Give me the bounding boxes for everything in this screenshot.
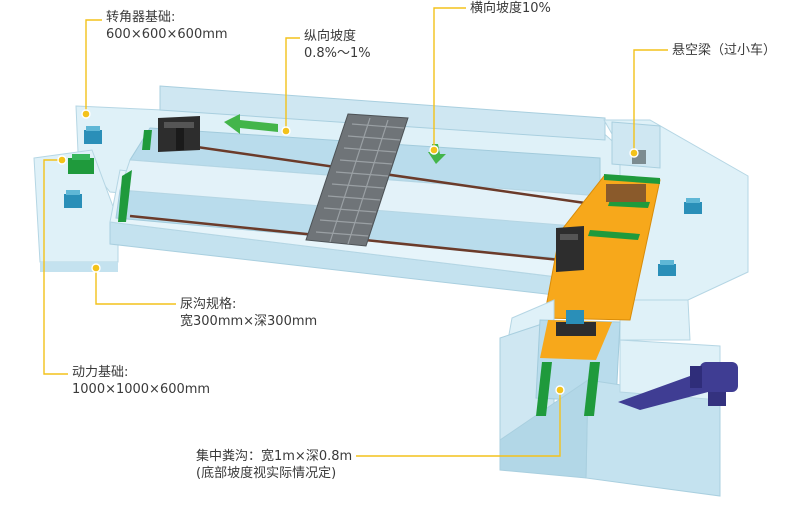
dot-power-base	[57, 155, 67, 165]
back-wall	[159, 85, 606, 141]
label-power-base-title: 动力基础:	[72, 365, 129, 380]
pit-scraper	[556, 310, 596, 336]
leader-corner-base	[85, 19, 102, 112]
label-long-slope: 纵向坡度 0.8%～1%	[304, 28, 371, 62]
pit-green-rail-left	[536, 362, 552, 416]
grating-slab	[305, 113, 409, 247]
label-trench: 尿沟规格: 宽300mm×深300mm	[180, 296, 317, 330]
dot-long-slope	[281, 126, 291, 136]
power-unit	[68, 154, 94, 174]
orange-rail-1	[604, 174, 660, 184]
dot-trench	[91, 263, 101, 273]
label-collect-pit-title: 集中粪沟：宽1m×深0.8m	[196, 449, 353, 464]
leader-trench	[95, 270, 176, 305]
label-cantilever: 悬空梁（过小车）	[672, 42, 776, 59]
scraper-upper-left	[158, 116, 200, 152]
leader-lines	[43, 7, 668, 457]
corner-unit-1	[84, 126, 102, 144]
dot-collect-pit	[555, 385, 565, 395]
left-ledge-front	[40, 262, 118, 272]
corner-unit-2	[64, 190, 82, 208]
label-power-base-spec: 1000×1000×600mm	[72, 382, 211, 397]
right-unit-1	[684, 198, 702, 214]
right-unit-2	[658, 260, 676, 276]
label-trench-title: 尿沟规格:	[180, 297, 237, 312]
scraper-right-upper	[556, 226, 584, 272]
green-edge-left-lower	[118, 170, 132, 222]
label-power-base: 动力基础: 1000×1000×600mm	[72, 364, 210, 398]
orange-rail-2	[588, 230, 640, 240]
leader-collect-pit	[356, 392, 561, 457]
label-collect-pit-note: (底部坡度视实际情况定)	[196, 466, 337, 481]
leader-cantilever	[633, 49, 668, 150]
cross-slope-arrow	[428, 144, 446, 164]
label-collect-pit: 集中粪沟：宽1m×深0.8m (底部坡度视实际情况定)	[196, 448, 352, 482]
label-corner-base: 转角器基础: 600×600×600mm	[106, 9, 228, 43]
dot-cross-slope	[429, 145, 439, 155]
green-edge-left-upper	[142, 130, 152, 150]
label-cross-slope: 横向坡度10%	[470, 0, 551, 17]
floor-grating	[305, 113, 409, 247]
right-column	[611, 121, 661, 169]
label-corner-base-title: 转角器基础:	[106, 10, 176, 25]
label-long-slope-title: 纵向坡度	[304, 29, 357, 44]
dot-corner-base	[81, 109, 91, 119]
label-cross-slope-title: 横向坡度10%	[470, 1, 551, 16]
scraper-lane	[606, 184, 646, 202]
leader-long-slope	[285, 37, 300, 130]
pit-front-left	[499, 379, 589, 479]
label-corner-base-spec: 600×600×600mm	[106, 27, 228, 42]
label-long-slope-value: 0.8%～1%	[304, 46, 371, 61]
leader-cross-slope	[433, 7, 466, 148]
drive-motor	[618, 362, 738, 410]
label-cantilever-title: 悬空梁（过小车）	[672, 43, 777, 58]
leader-power-base	[43, 159, 68, 375]
label-trench-spec: 宽300mm×深300mm	[180, 314, 318, 329]
pit-green-rail-right	[584, 362, 600, 416]
rope-upper	[189, 144, 593, 206]
long-slope-arrow	[224, 114, 278, 134]
dot-cantilever	[629, 148, 639, 158]
